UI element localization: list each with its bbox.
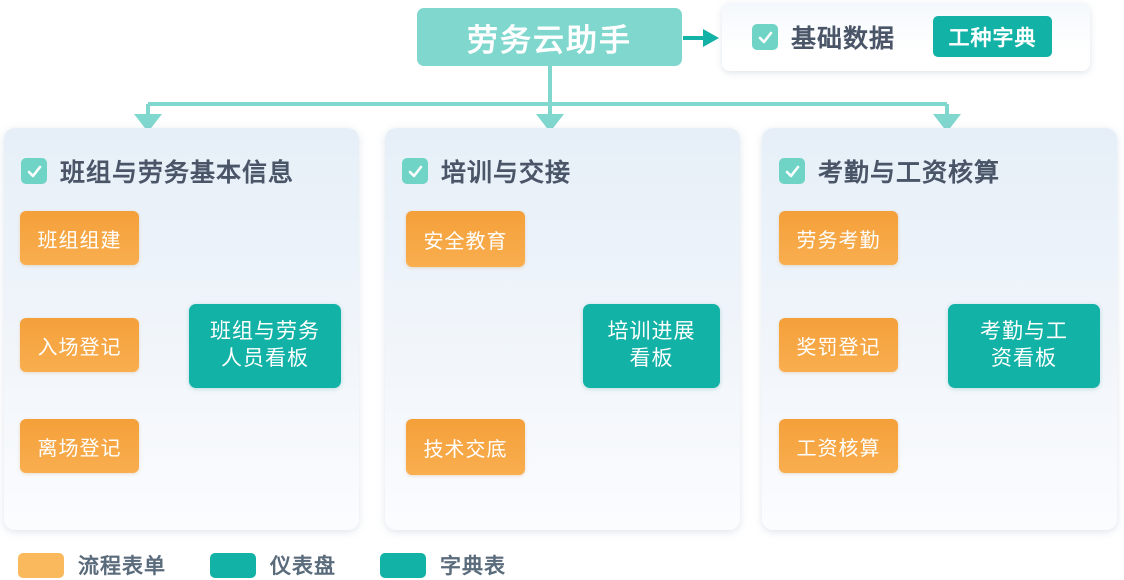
form-box-anquanjiaoyu[interactable]: 安全教育 (406, 211, 525, 267)
checkbox-checked-icon (752, 24, 778, 50)
dashboard-box-peixunjinzhan[interactable]: 培训进展 看板 (583, 304, 720, 388)
dashboard-label-line2: 人员看板 (221, 347, 309, 370)
legend: 流程表单 仪表盘 字典表 (18, 550, 550, 580)
panel-header: 培训与交接 (402, 153, 571, 189)
dashboard-label-line2: 看板 (629, 347, 674, 370)
panel-title: 班组与劳务基本信息 (60, 159, 295, 187)
form-box-label: 安全教育 (423, 230, 508, 253)
main-title-box[interactable]: 劳务云助手 (417, 8, 682, 66)
panel-header: 班组与劳务基本信息 (21, 153, 294, 189)
form-box-jiangfadengji[interactable]: 奖罚登记 (779, 318, 898, 372)
legend-swatch-orange (18, 552, 64, 578)
form-box-gongzihesuan[interactable]: 工资核算 (779, 419, 898, 473)
job-dictionary-label: 工种字典 (948, 26, 1037, 50)
panel-title: 培训与交接 (441, 159, 572, 187)
job-dictionary-button[interactable]: 工种字典 (933, 16, 1052, 57)
dashboard-label-line1: 培训进展 (607, 320, 696, 344)
legend-label: 字典表 (440, 555, 506, 578)
form-box-laowukaoqin[interactable]: 劳务考勤 (779, 211, 898, 265)
panel-title: 考勤与工资核算 (818, 159, 1001, 187)
checkbox-checked-icon (402, 158, 428, 184)
legend-swatch-teal (380, 552, 426, 578)
legend-swatch-teal (210, 552, 256, 578)
legend-label: 仪表盘 (270, 555, 336, 578)
form-box-label: 奖罚登记 (796, 336, 881, 359)
form-box-jishujiaodi[interactable]: 技术交底 (406, 419, 525, 475)
form-box-label: 技术交底 (423, 438, 508, 461)
dashboard-box-kaoqin-gongzi[interactable]: 考勤与工 资看板 (948, 304, 1100, 388)
legend-item-dashboard: 仪表盘 (210, 550, 336, 580)
form-box-label: 班组组建 (37, 229, 122, 252)
form-box-label: 工资核算 (796, 437, 881, 460)
legend-label: 流程表单 (78, 555, 166, 578)
arrow-title-to-basic-data (683, 29, 719, 47)
form-box-lichangdengji[interactable]: 离场登记 (20, 419, 139, 473)
form-box-label: 入场登记 (37, 336, 122, 359)
dashboard-label-line1: 班组与劳务 (210, 320, 320, 344)
form-box-ruchangdengji[interactable]: 入场登记 (20, 318, 139, 372)
form-box-label: 劳务考勤 (796, 229, 881, 252)
legend-item-dictionary-table: 字典表 (380, 550, 506, 580)
checkbox-checked-icon (779, 158, 805, 184)
dashboard-label-line2: 资看板 (991, 347, 1057, 370)
checkbox-checked-icon (21, 158, 47, 184)
legend-item-process-form: 流程表单 (18, 550, 166, 580)
dashboard-box-banzu-laowu-renyuan[interactable]: 班组与劳务 人员看板 (189, 304, 341, 388)
basic-data-label: 基础数据 (791, 25, 896, 53)
form-box-banzuzujian[interactable]: 班组组建 (20, 211, 139, 265)
main-title-text: 劳务云助手 (467, 22, 632, 58)
form-box-label: 离场登记 (37, 437, 122, 460)
panel-header: 考勤与工资核算 (779, 153, 1000, 189)
dashboard-label-line1: 考勤与工 (980, 320, 1068, 344)
